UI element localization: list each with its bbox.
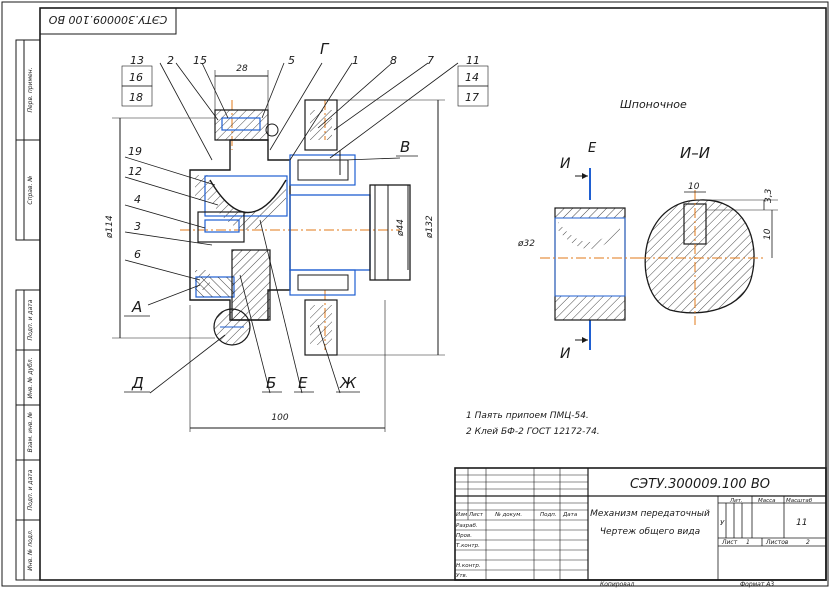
callout-13: 13: [130, 54, 144, 67]
callout-6: 6: [134, 248, 141, 261]
middle-disc: [232, 250, 270, 320]
dim-114: ø114: [105, 215, 115, 239]
sheet-value: 1: [746, 539, 750, 546]
callout-5: 5: [288, 54, 295, 67]
section-title: И–И: [680, 144, 710, 162]
callout-V: В: [400, 138, 410, 156]
dim-32: ø32: [517, 239, 535, 249]
dim-depth-10: 10: [763, 228, 773, 240]
label-E: Е: [298, 374, 308, 392]
callout-7: 7: [427, 54, 434, 67]
note-1: 1 Паять припоем ПМЦ-54.: [466, 411, 589, 421]
dim-3-3: 3,3: [764, 188, 774, 203]
callout-G: Г: [320, 40, 330, 58]
role-tkontr: Т.контр.: [456, 543, 480, 549]
copied-label: Копировал: [600, 581, 634, 588]
side-cell-7: Инв. № подл.: [27, 529, 34, 570]
dim-key-10: 10: [688, 182, 700, 192]
key-label: Шпоночное: [620, 98, 687, 111]
main-assembly-view: ø114 ø132 ø44 100 28: [105, 40, 489, 432]
lbl-mass: Масса: [758, 498, 776, 504]
label-Zh: Ж: [339, 374, 357, 392]
hdr-sign: Подп.: [540, 512, 557, 518]
section-mark-bottom: И: [560, 346, 571, 362]
hdr-list: Лист: [468, 512, 484, 518]
title-block: Изм Лист № докум. Подп. Дата Разраб. Про…: [454, 467, 827, 581]
detail-view-E: Шпоночное Е И И ø32 И–И 10 3,3 10: [517, 98, 778, 362]
label-A: А: [131, 298, 142, 316]
callout-14: 14: [465, 71, 479, 84]
dim-132: ø132: [425, 215, 435, 239]
rotated-stamp-code: СЭТУ.300009.100 ВО: [48, 13, 167, 26]
label-B: Б: [266, 374, 276, 392]
callout-19: 19: [128, 145, 142, 158]
format-label: Формат А3: [740, 581, 774, 588]
side-cell-2: Справ. №: [27, 175, 34, 204]
spherical-cup: [210, 180, 286, 230]
title-code: СЭТУ.300009.100 ВО: [630, 477, 770, 492]
lbl-scale: Масштаб: [786, 498, 813, 504]
hdr-izm: Изм: [456, 512, 467, 518]
callout-18: 18: [129, 91, 143, 104]
callout-8: 8: [390, 54, 397, 67]
role-nkontr: Н.контр.: [456, 563, 481, 569]
role-razrab: Разраб.: [456, 523, 478, 529]
detail-E-label: Е: [588, 141, 597, 156]
callout-17: 17: [465, 91, 479, 104]
scale-value: 11: [796, 518, 807, 528]
section-mark-top: И: [560, 156, 571, 172]
callout-2: 2: [167, 54, 174, 67]
side-cell-1: Перв. примен.: [27, 67, 34, 112]
lbl-lit: Лит.: [729, 498, 743, 504]
side-cell-4: Инв. № дубл.: [27, 357, 34, 398]
callout-11: 11: [466, 54, 480, 67]
sheets-value: 2: [806, 539, 810, 546]
title-name-1: Механизм передаточный: [590, 509, 710, 519]
dim-44: ø44: [396, 219, 406, 237]
label-D: Д: [131, 374, 144, 392]
side-cell-3: Подп. и дата: [27, 299, 34, 340]
callout-4: 4: [134, 193, 141, 206]
lbl-sheets: Листов: [765, 539, 789, 546]
role-utv: Утв.: [456, 573, 468, 579]
side-cell-5: Взам. инв. №: [27, 412, 34, 453]
side-cell-6: Подп. и дата: [27, 469, 34, 510]
role-prov: Пров.: [456, 533, 472, 539]
callout-15: 15: [193, 54, 207, 67]
title-name-2: Чертеж общего вида: [600, 527, 700, 537]
callout-1: 1: [352, 54, 359, 67]
dim-28: 28: [236, 64, 248, 74]
lbl-sheet: Лист: [721, 539, 738, 546]
section-shaft-outline: [644, 199, 755, 314]
lit-value: У: [720, 519, 725, 527]
shaft: [289, 194, 371, 271]
callout-12: 12: [128, 165, 142, 178]
rotated-stamp-box: [39, 7, 177, 35]
note-2: 2 Клей БФ-2 ГОСТ 12172-74.: [466, 427, 600, 437]
callout-3: 3: [134, 220, 141, 233]
hdr-docnum: № докум.: [494, 512, 522, 518]
hdr-date: Дата: [562, 512, 578, 518]
side-strip: Перв. примен. Справ. № Подп. и дата Инв.…: [15, 39, 41, 581]
callout-16: 16: [129, 71, 143, 84]
dim-100: 100: [271, 413, 288, 423]
